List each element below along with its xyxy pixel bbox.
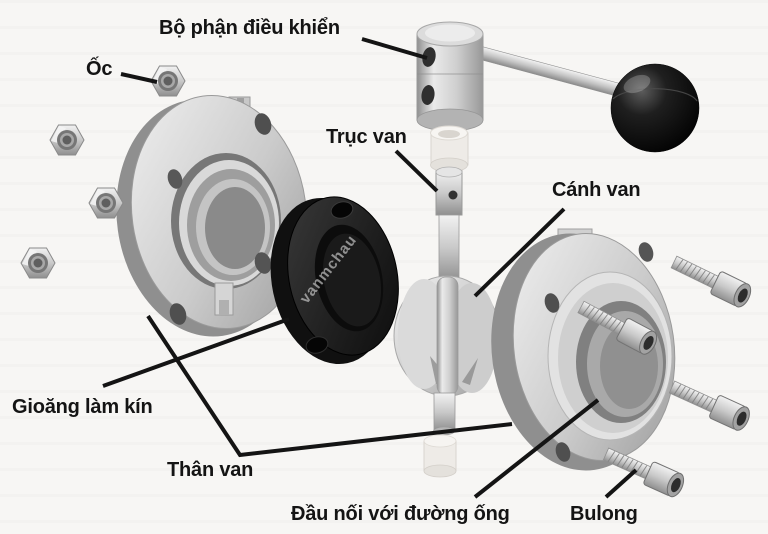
label-pipe-connector: Đầu nối với đường ống (291, 503, 510, 525)
handle-assembly (416, 21, 700, 153)
disc-leader-line (473, 207, 566, 298)
stem-bushing-bottom (423, 434, 457, 478)
handle-clamp-cylinder (416, 21, 484, 132)
bolt-top-right (668, 250, 755, 311)
label-bolt: Bulong (570, 503, 638, 525)
label-body: Thân van (167, 459, 254, 481)
gasket-leader-line (102, 317, 290, 388)
leader-lines (102, 37, 638, 499)
label-gasket: Gioăng làm kín (12, 396, 153, 418)
label-nut: Ốc (86, 58, 113, 80)
pipe-connector-flange (491, 228, 676, 471)
nut-2 (49, 124, 85, 156)
nut-leader-line (120, 72, 158, 84)
stem-lower (433, 392, 456, 436)
handle-knob (610, 63, 700, 153)
bolt-leader-line (604, 468, 638, 499)
pipe-connector-leader-line (473, 398, 600, 499)
label-disc: Cánh van (552, 179, 641, 201)
body-leader-line (146, 314, 513, 458)
seal-gasket: vanmchau (270, 196, 399, 365)
nut-4 (20, 247, 56, 279)
handle-rod (461, 41, 634, 100)
valve-body-left-flange (116, 95, 308, 337)
valve-stem (435, 166, 463, 282)
butterfly-disc (393, 275, 501, 397)
label-control: Bộ phận điều khiển (159, 17, 340, 39)
bolt-middle-right (666, 375, 754, 434)
stem-leader-line (394, 149, 439, 193)
stem-bushing-top (430, 125, 469, 173)
label-stem: Trục van (326, 126, 407, 148)
control-leader-line (361, 37, 428, 60)
